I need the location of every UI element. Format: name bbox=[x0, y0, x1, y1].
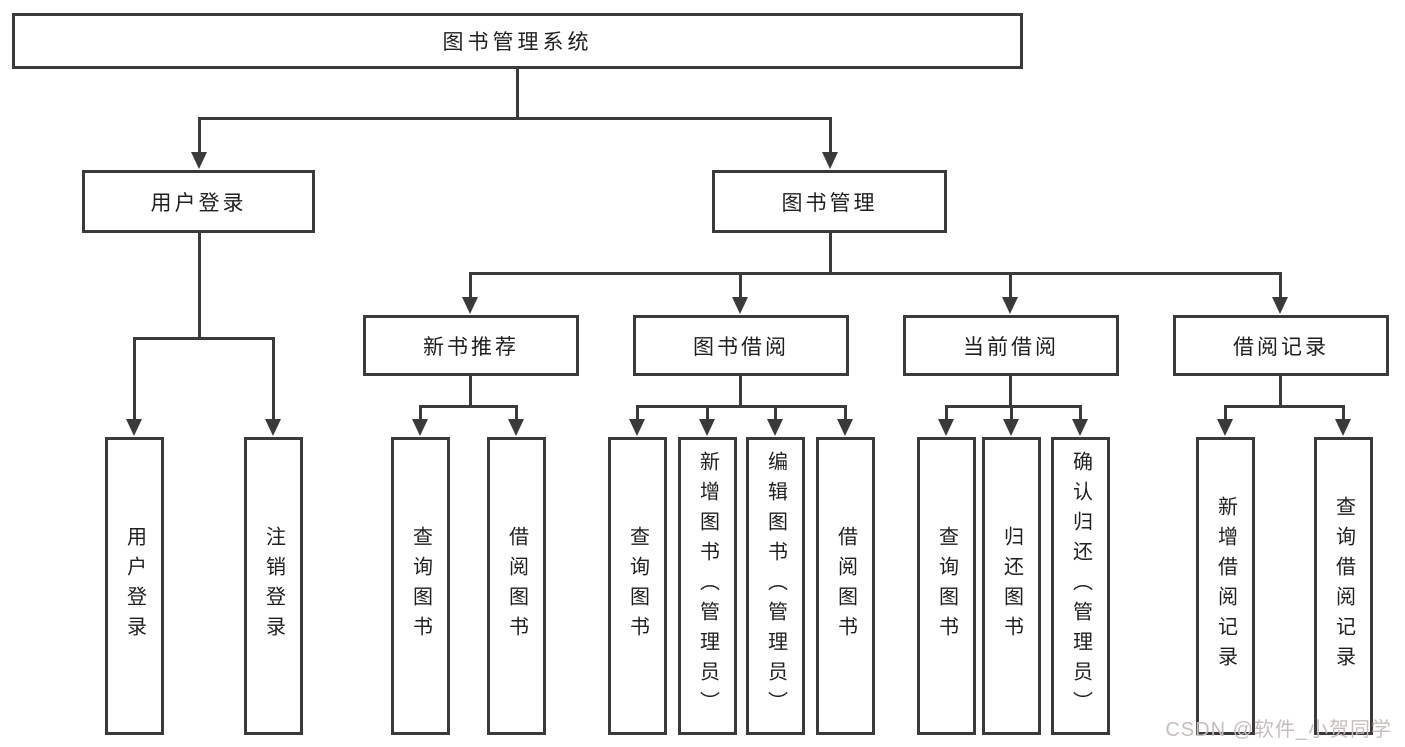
connector-line bbox=[635, 405, 639, 423]
connector-line bbox=[738, 376, 742, 407]
node-user-login: 用户登录 bbox=[82, 170, 315, 233]
leaf-query-books-current: 查询图书 bbox=[917, 437, 976, 735]
connector-line bbox=[515, 68, 519, 120]
arrowhead-down bbox=[629, 419, 645, 436]
connector-line bbox=[773, 405, 777, 423]
connector-line bbox=[635, 404, 847, 408]
connector-line bbox=[1009, 405, 1013, 423]
leaf-user-login-label: 用户登录 bbox=[123, 526, 146, 646]
leaf-confirm-return-admin: 确认归还（管理员） bbox=[1051, 437, 1110, 735]
leaf-return-books: 归还图书 bbox=[982, 437, 1041, 735]
connector-line bbox=[514, 405, 518, 423]
leaf-edit-book-admin: 编辑图书（管理员） bbox=[746, 437, 805, 735]
arrowhead-down bbox=[412, 419, 428, 436]
connector-line bbox=[197, 116, 832, 120]
connector-line bbox=[944, 405, 948, 423]
connector-line bbox=[1341, 405, 1345, 423]
arrowhead-down bbox=[1217, 419, 1233, 436]
connector-line bbox=[132, 336, 275, 340]
leaf-logout-label: 注销登录 bbox=[262, 526, 285, 646]
leaf-borrow-books-newbooks-label: 借阅图书 bbox=[505, 526, 528, 646]
connector-line bbox=[468, 376, 472, 407]
node-borrowing-records-label: 借阅记录 bbox=[1233, 335, 1329, 359]
leaf-add-book-admin: 新增图书（管理员） bbox=[678, 437, 737, 735]
connector-line bbox=[705, 405, 709, 423]
leaf-borrow-books-borrowing: 借阅图书 bbox=[816, 437, 875, 735]
leaf-query-books-newbooks-label: 查询图书 bbox=[409, 526, 432, 646]
connector-line bbox=[1223, 404, 1345, 408]
connector-line bbox=[738, 272, 742, 300]
node-new-books-label: 新书推荐 bbox=[423, 335, 519, 359]
connector-line bbox=[944, 404, 1082, 408]
leaf-query-books-newbooks: 查询图书 bbox=[391, 437, 450, 735]
arrowhead-down bbox=[1272, 297, 1288, 314]
arrowhead-down bbox=[938, 419, 954, 436]
leaf-query-borrow-record: 查询借阅记录 bbox=[1314, 437, 1373, 735]
leaf-query-books-current-label: 查询图书 bbox=[935, 526, 958, 646]
leaf-borrow-books-newbooks: 借阅图书 bbox=[487, 437, 546, 735]
node-book-management-label: 图书管理 bbox=[781, 191, 878, 215]
watermark: CSDN @软件_小贺同学 bbox=[1165, 719, 1392, 741]
leaf-add-borrow-record: 新增借阅记录 bbox=[1196, 437, 1255, 735]
arrowhead-down bbox=[1002, 297, 1018, 314]
arrowhead-down bbox=[1003, 419, 1019, 436]
node-book-borrowing-label: 图书借阅 bbox=[693, 335, 789, 359]
node-root-label: 图书管理系统 bbox=[442, 31, 593, 54]
arrowhead-down bbox=[837, 419, 853, 436]
connector-line bbox=[1008, 376, 1012, 407]
connector-line bbox=[843, 405, 847, 423]
node-new-books: 新书推荐 bbox=[363, 315, 579, 376]
leaf-user-login: 用户登录 bbox=[105, 437, 164, 735]
arrowhead-down bbox=[191, 152, 207, 169]
connector-line bbox=[418, 405, 422, 423]
connector-line bbox=[1278, 376, 1282, 407]
leaf-logout: 注销登录 bbox=[244, 437, 303, 735]
connector-line bbox=[1223, 405, 1227, 423]
node-user-login-label: 用户登录 bbox=[150, 191, 247, 215]
connector-line bbox=[468, 272, 472, 300]
leaf-add-borrow-record-label: 新增借阅记录 bbox=[1214, 496, 1237, 676]
arrowhead-down bbox=[126, 419, 142, 436]
leaf-edit-book-admin-label: 编辑图书（管理员） bbox=[764, 451, 787, 721]
arrowhead-down bbox=[1335, 419, 1351, 436]
connector-line bbox=[828, 233, 832, 274]
node-current-borrowing: 当前借阅 bbox=[903, 315, 1119, 376]
leaf-confirm-return-admin-label: 确认归还（管理员） bbox=[1069, 451, 1092, 721]
arrowhead-down bbox=[265, 419, 281, 436]
leaf-query-books-borrowing: 查询图书 bbox=[608, 437, 667, 735]
node-current-borrowing-label: 当前借阅 bbox=[963, 335, 1059, 359]
connector-line bbox=[1278, 272, 1282, 300]
leaf-query-borrow-record-label: 查询借阅记录 bbox=[1332, 496, 1355, 676]
arrowhead-down bbox=[1072, 419, 1088, 436]
connector-line bbox=[197, 232, 201, 339]
node-book-management: 图书管理 bbox=[712, 170, 947, 233]
node-root: 图书管理系统 bbox=[12, 13, 1023, 69]
arrowhead-down bbox=[508, 419, 524, 436]
node-book-borrowing: 图书借阅 bbox=[633, 315, 849, 376]
connector-line bbox=[418, 404, 518, 408]
arrowhead-down bbox=[822, 152, 838, 169]
connector-line bbox=[1008, 272, 1012, 300]
leaf-return-books-label: 归还图书 bbox=[1000, 526, 1023, 646]
arrowhead-down bbox=[732, 297, 748, 314]
arrowhead-down bbox=[699, 419, 715, 436]
connector-line bbox=[468, 271, 1282, 275]
arrowhead-down bbox=[767, 419, 783, 436]
connector-line bbox=[132, 337, 136, 423]
node-borrowing-records: 借阅记录 bbox=[1173, 315, 1389, 376]
connector-line bbox=[1078, 405, 1082, 423]
leaf-add-book-admin-label: 新增图书（管理员） bbox=[696, 451, 719, 721]
leaf-query-books-borrowing-label: 查询图书 bbox=[626, 526, 649, 646]
connector-line bbox=[271, 337, 275, 423]
connector-line bbox=[197, 117, 201, 157]
connector-line bbox=[828, 117, 832, 157]
arrowhead-down bbox=[462, 297, 478, 314]
leaf-borrow-books-borrowing-label: 借阅图书 bbox=[834, 526, 857, 646]
